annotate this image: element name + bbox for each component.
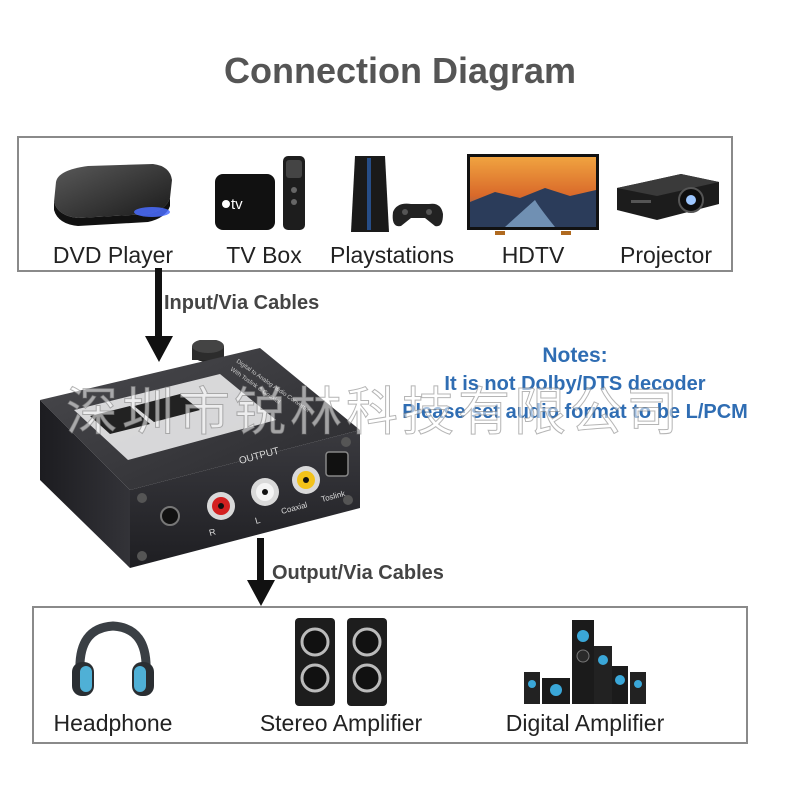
source-playstation: Playstations: [330, 152, 454, 268]
playstation-icon: [351, 156, 443, 232]
source-label: Playstations: [329, 242, 455, 268]
svg-text:tv: tv: [231, 196, 243, 213]
dvd-player-icon: [54, 164, 172, 226]
projector-icon: [617, 174, 719, 220]
watermark-text: 深圳市锐林科技有限公司: [65, 383, 683, 444]
source-hdtv: HDTV: [463, 152, 603, 268]
hdtv-icon: [467, 154, 599, 235]
notes-title: Notes:: [542, 344, 608, 367]
device-r-text: R: [208, 526, 217, 537]
notes-block: Notes: It is not Dolby/DTS decoder Pleas…: [360, 342, 790, 426]
source-tv-box: tv TV Box: [209, 152, 319, 268]
notes-line-1: It is not Dolby/DTS decoder: [444, 373, 706, 395]
tv-box-icon: tv: [215, 156, 305, 230]
source-label: HDTV: [501, 242, 565, 268]
source-devices-panel: DVD Player tv TV Box Playstations: [17, 136, 733, 272]
output-headphone: Headphone: [48, 616, 178, 738]
output-devices-panel: Headphone Stereo Amplifier D: [32, 606, 748, 744]
dac-converter-device: OUTPUT R L Coaxial Toslink Digital to An…: [40, 340, 360, 568]
device-l-text: L: [254, 515, 261, 526]
output-label-text: Stereo Amplifier: [259, 710, 423, 736]
notes-line-2: Please set audio format to be L/PCM: [402, 401, 748, 423]
source-projector: Projector: [611, 152, 721, 268]
output-arrow: [247, 538, 275, 606]
input-arrow: [145, 268, 173, 362]
home-theater-speakers-icon: [524, 620, 646, 704]
stereo-speakers-icon: [295, 618, 387, 706]
headphone-icon: [72, 621, 154, 696]
output-digital-amplifier: Digital Amplifier: [490, 616, 680, 738]
output-label-text: Headphone: [53, 710, 173, 736]
source-label: TV Box: [226, 242, 302, 268]
source-label: DVD Player: [52, 242, 174, 268]
page-title: Connection Diagram: [223, 50, 577, 91]
output-stereo-amplifier: Stereo Amplifier: [246, 616, 436, 738]
output-label-text: Digital Amplifier: [505, 710, 665, 736]
input-label: Input/Via Cables: [164, 292, 320, 314]
source-dvd-player: DVD Player: [43, 152, 183, 268]
source-label: Projector: [619, 242, 713, 268]
output-label: Output/Via Cables: [272, 562, 444, 584]
